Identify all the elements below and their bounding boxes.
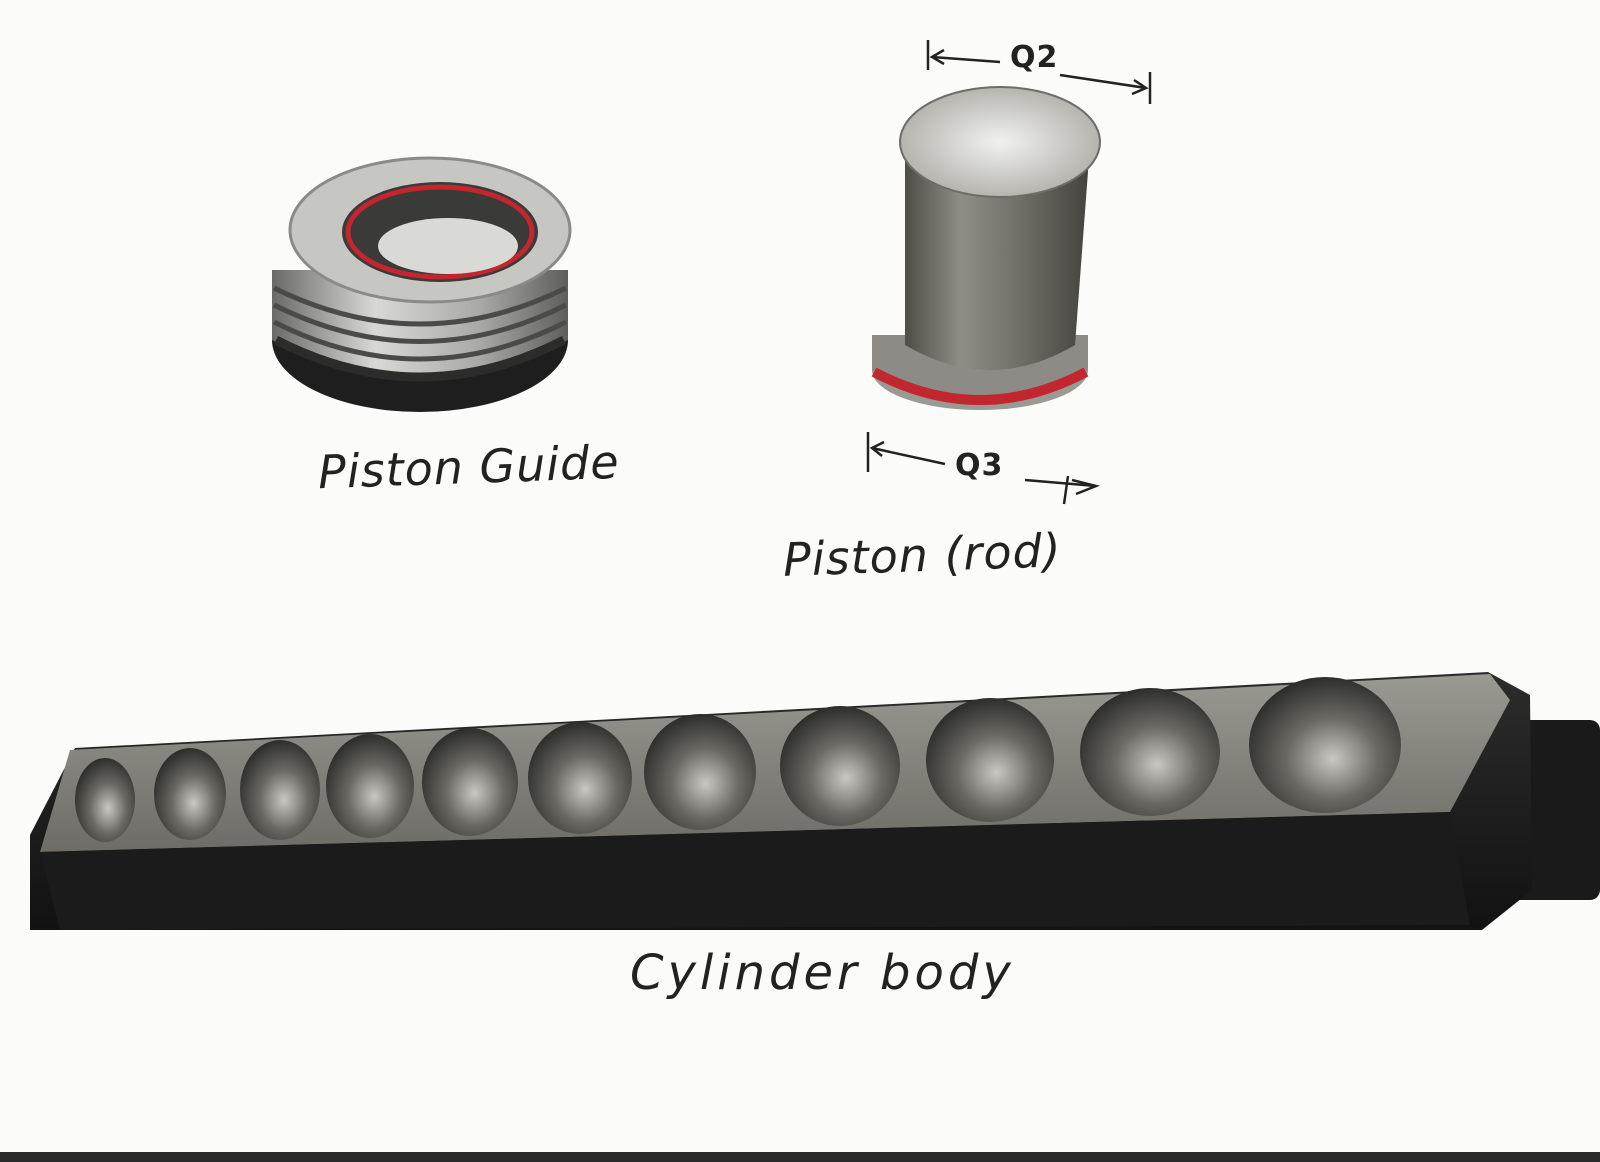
dimension-q2 — [926, 40, 1152, 104]
piston-rod-part — [871, 86, 1101, 410]
dimension-q3 — [866, 432, 1101, 505]
dimension-q2-label: Q2 — [1010, 40, 1059, 75]
scan-edge-bar — [0, 1152, 1600, 1162]
cylinder-bores — [75, 677, 1401, 842]
cylinder-body-label: Cylinder body — [630, 945, 1015, 1001]
cylinder-body-part — [30, 672, 1600, 930]
dimension-q3-label: Q3 — [955, 448, 1004, 483]
piston-rod-label: Piston (rod) — [782, 523, 1063, 587]
piston-guide-part — [272, 156, 572, 412]
piston-guide-label: Piston Guide — [317, 434, 621, 500]
